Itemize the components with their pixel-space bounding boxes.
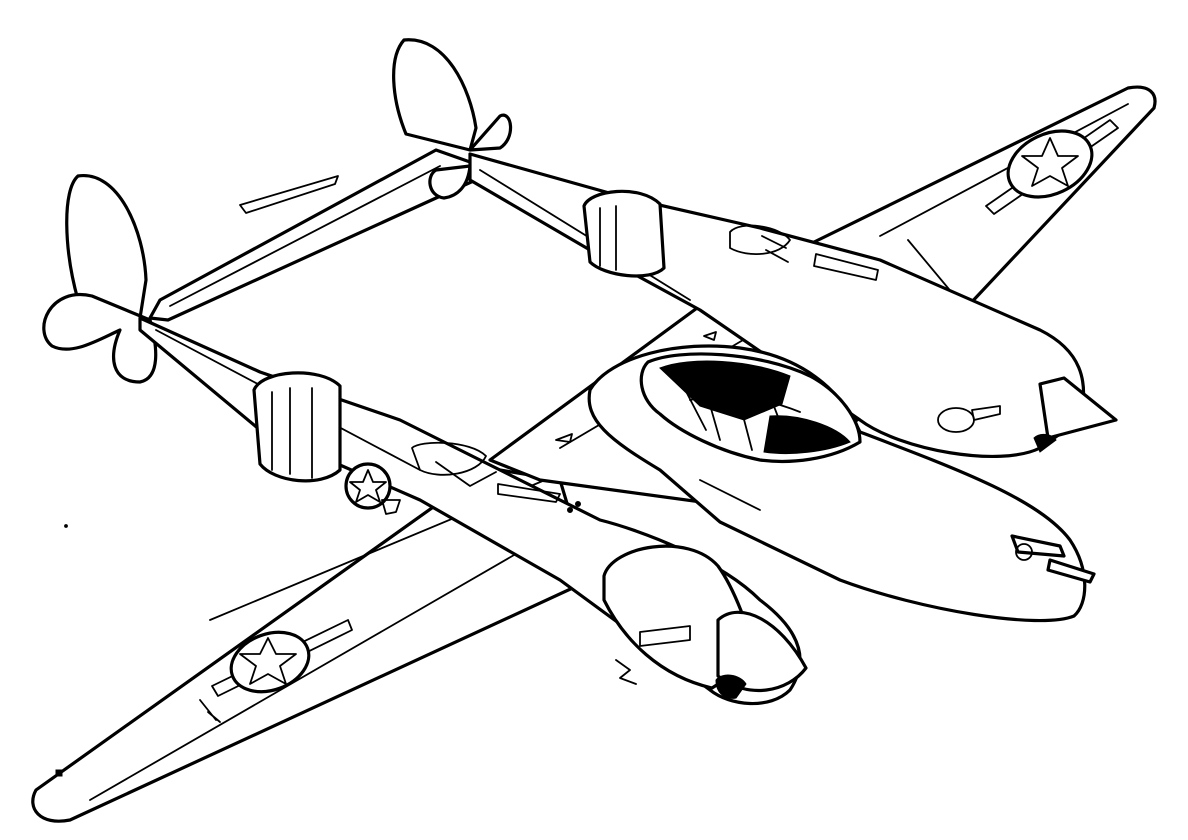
machine-gun-icon <box>1010 534 1096 584</box>
central-nacelle <box>587 344 1096 623</box>
left-boom <box>138 316 808 706</box>
star-roundel-left-boom <box>344 462 401 515</box>
right-wing <box>804 85 1157 308</box>
right-boom <box>468 152 1118 458</box>
tail-assembly <box>42 38 513 384</box>
star-roundel-left-wing <box>211 619 353 697</box>
star-roundel-right-wing <box>985 119 1119 215</box>
